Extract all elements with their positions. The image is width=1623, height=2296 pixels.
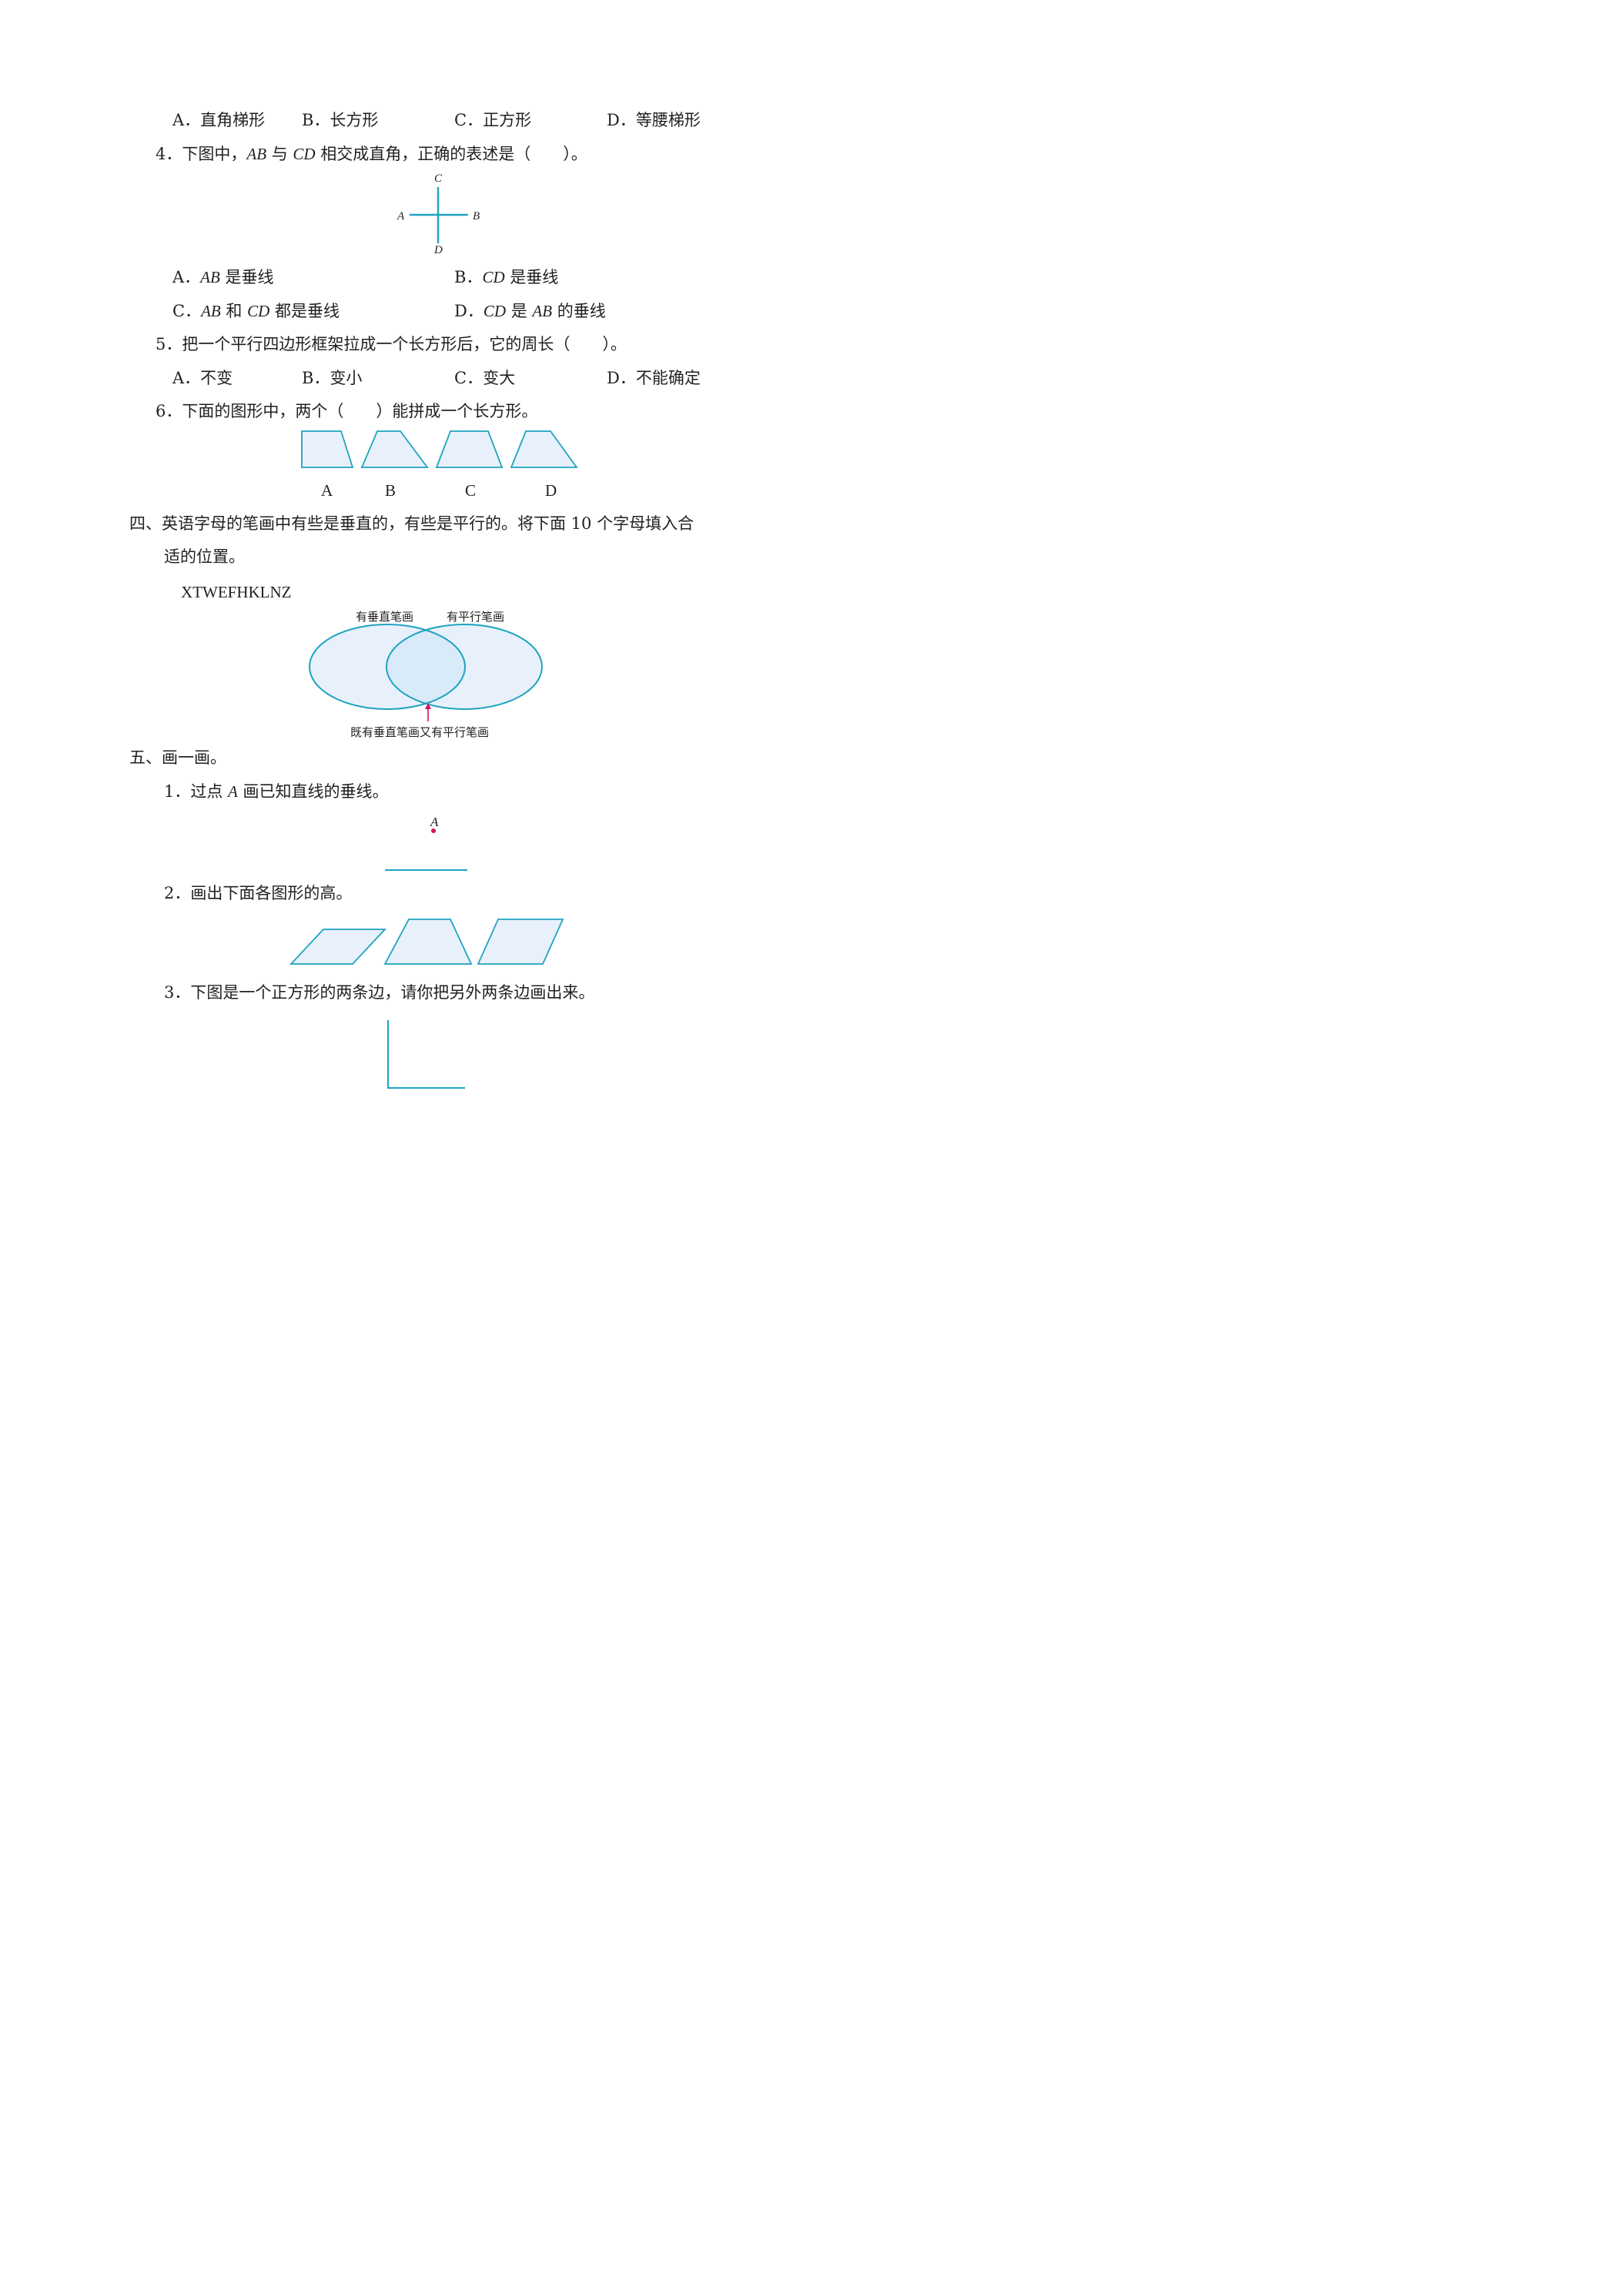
q4-option-c-text: 都是垂线 (269, 302, 340, 320)
q4-mid: 与 (266, 145, 293, 163)
q4-option-b-var: CD (482, 268, 505, 286)
q3-option-a: A．直角梯形 (172, 111, 266, 129)
point-a-label: A (430, 815, 439, 829)
q6-label-a: A (321, 481, 333, 500)
q4-option-b-prefix: B． (454, 268, 483, 286)
letters-list: XTWEFHKLNZ (181, 583, 292, 601)
q2-parallelogram-left (289, 929, 387, 965)
s5-q2: 2．画出下面各图形的高。 (164, 884, 353, 902)
venn-arrow-head (425, 703, 431, 709)
q4-option-d-text: 的垂线 (552, 302, 606, 320)
q6-label-c: C (465, 481, 477, 500)
q4-option-d-prefix: D． (454, 302, 484, 320)
q2-parallelogram-right (477, 919, 564, 965)
q6-label-b: B (385, 481, 397, 500)
section5-title: 五、画一画。 (129, 748, 226, 767)
q4-var-ab: AB (246, 145, 267, 163)
venn-label-bottom: 既有垂直笔画又有平行笔画 (350, 725, 490, 739)
q2-trapezoid (383, 919, 473, 965)
q4-option-a: A．AB 是垂线 (172, 267, 274, 287)
q4-option-c-prefix: C． (172, 302, 202, 320)
q4-option-b: B．CD 是垂线 (454, 267, 558, 287)
label-b: B (473, 210, 480, 223)
venn-label-right: 有平行笔画 (447, 610, 505, 624)
venn-right-ellipse (386, 624, 543, 710)
q4-option-d-var2: AB (532, 302, 553, 320)
q5-option-c: C．变大 (454, 369, 516, 387)
q4-option-c: C．AB 和 CD 都是垂线 (172, 301, 340, 321)
q6-shape-a (301, 430, 354, 468)
label-a: A (397, 210, 405, 223)
q4-var-cd: CD (293, 145, 316, 163)
square-two-edges (387, 1020, 465, 1089)
q4-option-c-var1: AB (201, 302, 221, 320)
s5-q1-var: A (228, 782, 238, 801)
q5-option-d: D．不能确定 (607, 369, 701, 387)
venn-left-ellipse (309, 624, 466, 710)
venn-diagram (309, 624, 543, 721)
q3-option-c: C．正方形 (454, 111, 532, 129)
q4-option-d-mid: 是 (506, 302, 533, 320)
q4-rest: 相交成直角，正确的表述是（ ）。 (315, 145, 587, 163)
q4-cross-figure (410, 187, 468, 243)
section4-title-line1: 四、英语字母的笔画中有些是垂直的，有些是平行的。将下面 10 个字母填入合 (129, 514, 694, 533)
point-a (431, 828, 436, 833)
q6-shape-c (435, 430, 504, 468)
s5-q1: 1．过点 A 画已知直线的垂线。 (164, 782, 389, 802)
section4-title-line2: 适的位置。 (164, 547, 245, 566)
q5-option-a: A．不变 (172, 369, 233, 387)
q6-label-d: D (545, 481, 557, 500)
q4-option-b-text: 是垂线 (504, 268, 559, 286)
q4-question: 4．下图中，AB 与 CD 相交成直角，正确的表述是（ ）。 (156, 144, 587, 164)
q6-shape-b (360, 430, 429, 468)
q6-shape-d (510, 430, 578, 468)
q5-option-b: B．变小 (302, 369, 363, 387)
s5-q3: 3．下图是一个正方形的两条边，请你把另外两条边画出来。 (164, 983, 595, 1002)
q4-option-d-var1: CD (483, 302, 507, 320)
venn-label-left: 有垂直笔画 (356, 610, 414, 624)
q4-option-c-mid: 和 (220, 302, 248, 320)
q4-option-a-var: AB (200, 268, 220, 286)
q6-question: 6．下面的图形中，两个（ ）能拼成一个长方形。 (156, 402, 538, 420)
figure-layer: C A B D (289, 172, 578, 1089)
label-c: C (434, 172, 443, 185)
q4-num: 4．下图中， (156, 145, 247, 163)
q3-option-b: B．长方形 (302, 111, 379, 129)
label-d: D (433, 244, 443, 256)
q5-question: 5．把一个平行四边形框架拉成一个长方形后，它的周长（ ）。 (156, 335, 627, 353)
q4-option-a-prefix: A． (172, 268, 201, 286)
q4-option-d: D．CD 是 AB 的垂线 (454, 301, 606, 321)
q3-option-d: D．等腰梯形 (607, 111, 701, 129)
s5-q1-text: 画已知直线的垂线。 (237, 782, 389, 801)
q4-option-a-text: 是垂线 (219, 268, 274, 286)
s5-q1-prefix: 1．过点 (164, 782, 229, 801)
q4-option-c-var2: CD (247, 302, 270, 320)
